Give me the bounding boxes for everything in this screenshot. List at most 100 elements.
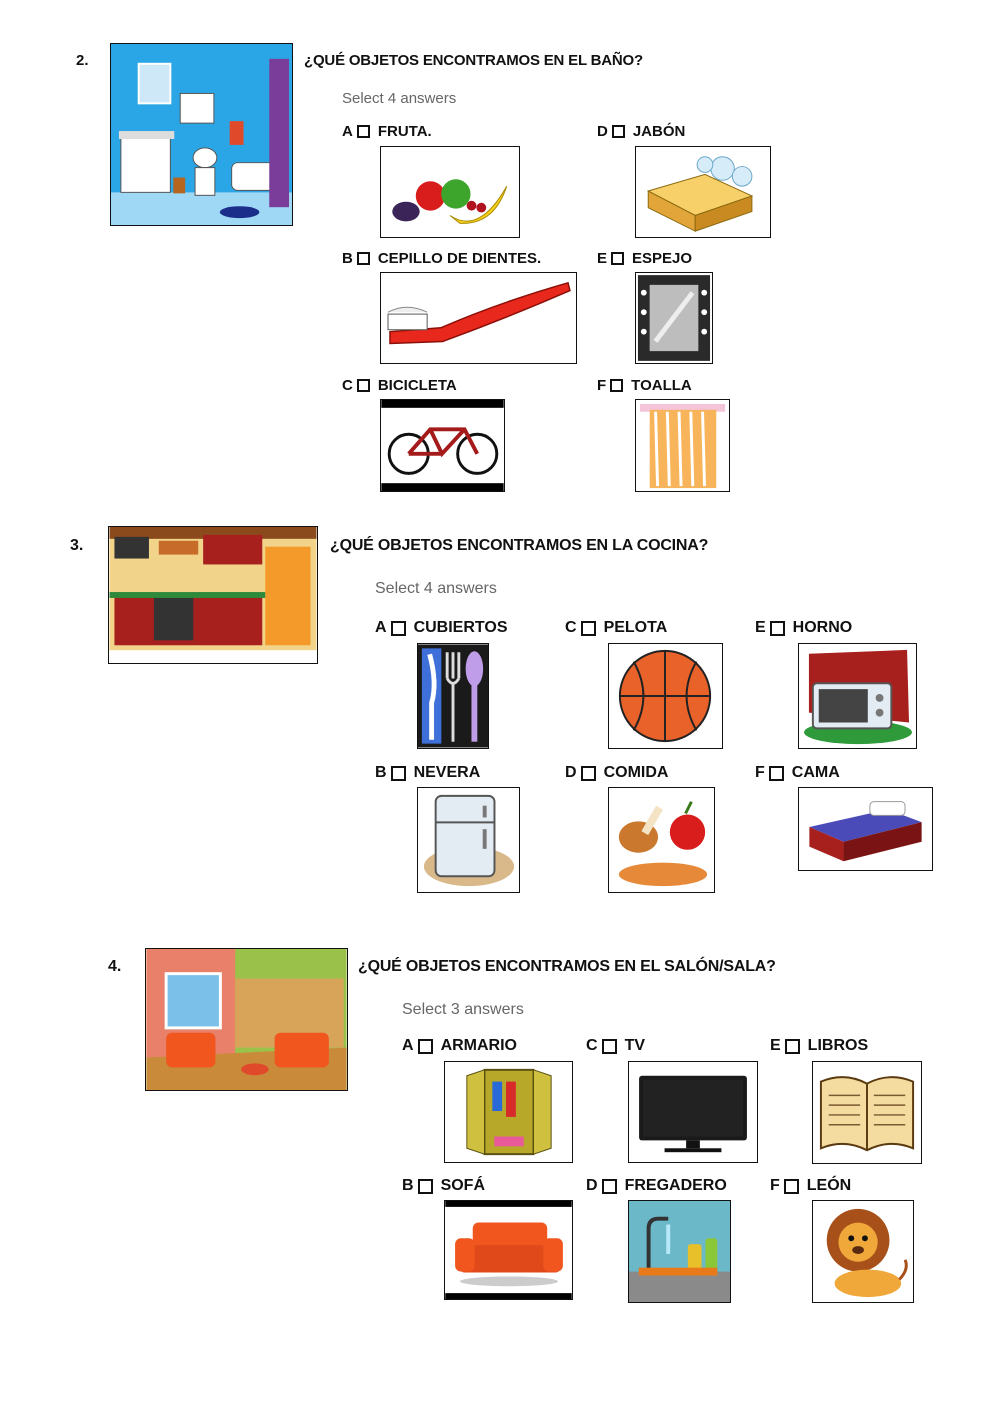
option-letter: E <box>770 1037 781 1054</box>
mirror-icon <box>635 272 713 364</box>
books-icon <box>812 1061 922 1164</box>
option-d-fregadero[interactable]: D FREGADERO <box>586 1177 727 1195</box>
oven-icon <box>798 643 917 749</box>
option-letter: D <box>565 764 577 781</box>
option-label: SOFÁ <box>440 1177 486 1194</box>
option-label: CEPILLO DE DIENTES. <box>377 250 542 267</box>
answer-checkbox[interactable] <box>390 620 406 636</box>
option-letter: B <box>342 250 353 267</box>
option-label: CAMA <box>791 764 840 781</box>
question-title: ¿QUÉ OBJETOS ENCONTRAMOS EN EL SALÓN/SAL… <box>358 958 776 975</box>
option-label: LIBROS <box>807 1037 869 1054</box>
answer-checkbox[interactable] <box>611 125 625 138</box>
option-label: FRUTA. <box>377 123 432 140</box>
answer-checkbox[interactable] <box>356 379 370 392</box>
option-e-horno[interactable]: E HORNO <box>755 619 852 637</box>
option-d-comida[interactable]: D COMIDA <box>565 764 668 782</box>
option-label: PELOTA <box>603 619 668 636</box>
option-f-toalla[interactable]: F TOALLA <box>597 377 692 394</box>
wardrobe-icon <box>444 1061 573 1163</box>
option-letter: F <box>597 377 607 394</box>
answer-checkbox[interactable] <box>610 379 624 392</box>
option-d-jabon[interactable]: D JABÓN <box>597 123 685 140</box>
option-letter: A <box>342 123 353 140</box>
option-label: FREGADERO <box>624 1177 727 1194</box>
answer-checkbox[interactable] <box>417 1178 433 1194</box>
option-c-pelota[interactable]: C PELOTA <box>565 619 667 637</box>
bed-icon <box>798 787 933 871</box>
soap-icon <box>635 146 771 238</box>
option-b-sofa[interactable]: B SOFÁ <box>402 1177 485 1195</box>
option-a-cubiertos[interactable]: A CUBIERTOS <box>375 619 508 637</box>
question-number: 2. <box>76 52 89 69</box>
food-icon <box>608 787 715 893</box>
answer-checkbox[interactable] <box>356 252 370 265</box>
answer-checkbox[interactable] <box>601 1178 617 1194</box>
option-c-bicicleta[interactable]: C BICICLETA <box>342 377 457 394</box>
sink-icon <box>628 1200 731 1303</box>
answer-checkbox[interactable] <box>768 765 784 781</box>
option-f-leon[interactable]: F LEÓN <box>770 1177 851 1195</box>
answer-checkbox[interactable] <box>417 1038 433 1054</box>
option-letter: A <box>402 1037 414 1054</box>
option-letter: B <box>375 764 387 781</box>
towel-icon <box>635 399 730 492</box>
answer-checkbox[interactable] <box>769 620 785 636</box>
fridge-icon <box>417 787 520 893</box>
option-label: ESPEJO <box>632 250 693 267</box>
option-letter: E <box>597 250 608 267</box>
option-letter: C <box>342 377 353 394</box>
toothbrush-icon <box>380 272 577 364</box>
option-letter: C <box>586 1037 598 1054</box>
option-letter: B <box>402 1177 414 1194</box>
option-label: TV <box>624 1037 646 1054</box>
living-room-scene-image <box>145 948 348 1091</box>
question-title: ¿QUÉ OBJETOS ENCONTRAMOS EN LA COCINA? <box>330 537 709 554</box>
option-c-tv[interactable]: C TV <box>586 1037 645 1055</box>
answer-checkbox[interactable] <box>580 620 596 636</box>
option-label: BICICLETA <box>377 377 457 394</box>
option-label: HORNO <box>792 619 853 636</box>
option-label: TOALLA <box>631 377 692 394</box>
select-hint: Select 4 answers <box>375 580 497 597</box>
answer-checkbox[interactable] <box>783 1178 799 1194</box>
option-label: CUBIERTOS <box>413 619 508 636</box>
sofa-icon <box>444 1200 573 1300</box>
option-e-libros[interactable]: E LIBROS <box>770 1037 868 1055</box>
select-hint: Select 4 answers <box>342 90 457 107</box>
option-e-espejo[interactable]: E ESPEJO <box>597 250 692 267</box>
option-label: LEÓN <box>806 1177 852 1194</box>
lion-icon <box>812 1200 914 1303</box>
question-title: ¿QUÉ OBJETOS ENCONTRAMOS EN EL BAÑO? <box>304 52 643 69</box>
option-letter: A <box>375 619 387 636</box>
option-label: COMIDA <box>603 764 669 781</box>
option-a-fruta[interactable]: A FRUTA. <box>342 123 432 140</box>
option-label: JABÓN <box>632 123 686 140</box>
option-a-armario[interactable]: A ARMARIO <box>402 1037 517 1055</box>
option-b-cepillo[interactable]: B CEPILLO DE DIENTES. <box>342 250 541 267</box>
option-letter: D <box>597 123 608 140</box>
answer-checkbox[interactable] <box>580 765 596 781</box>
kitchen-scene-image <box>108 526 318 664</box>
question-number: 4. <box>108 958 122 975</box>
answer-checkbox[interactable] <box>356 125 370 138</box>
question-number: 3. <box>70 537 84 554</box>
option-f-cama[interactable]: F CAMA <box>755 764 840 782</box>
option-letter: C <box>565 619 577 636</box>
option-letter: D <box>586 1177 598 1194</box>
option-letter: F <box>755 764 765 781</box>
option-label: ARMARIO <box>440 1037 517 1054</box>
option-b-nevera[interactable]: B NEVERA <box>375 764 480 782</box>
option-letter: F <box>770 1177 780 1194</box>
tv-icon <box>628 1061 758 1163</box>
bicycle-icon <box>380 399 505 492</box>
answer-checkbox[interactable] <box>784 1038 800 1054</box>
answer-checkbox[interactable] <box>601 1038 617 1054</box>
option-label: NEVERA <box>413 764 481 781</box>
select-hint: Select 3 answers <box>402 1001 524 1018</box>
ball-icon <box>608 643 723 749</box>
answer-checkbox[interactable] <box>390 765 406 781</box>
answer-checkbox[interactable] <box>611 252 625 265</box>
fruit-icon <box>380 146 520 238</box>
bathroom-scene-image <box>110 43 293 226</box>
